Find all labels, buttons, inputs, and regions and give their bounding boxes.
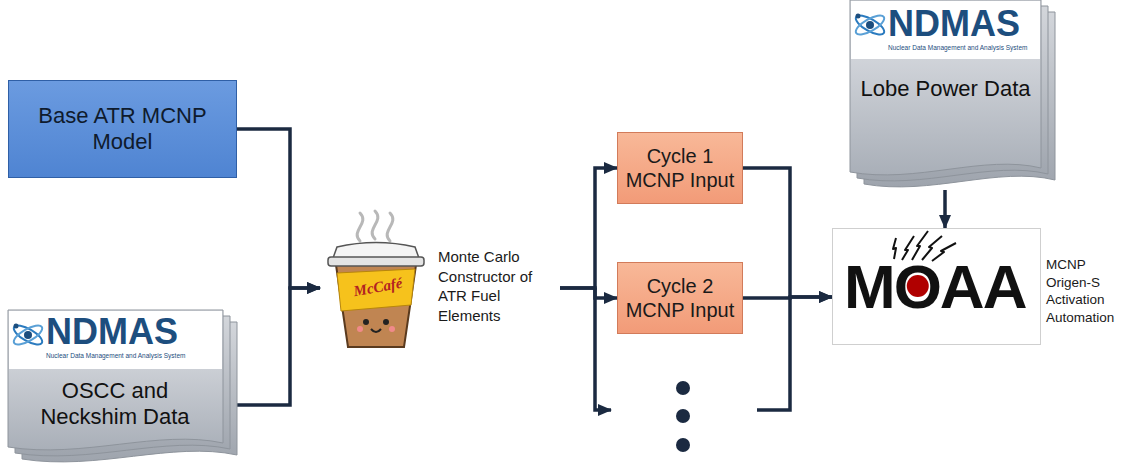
merge-line [757,297,790,410]
atom-icon [853,12,887,38]
logo-name: NDMAS [46,314,196,350]
cup-smile [371,329,381,332]
logo-name: NDMAS [888,6,1038,42]
ellipsis-dot [676,409,690,423]
data-document: NDMAS Nuclear Data Management and Analysi… [850,0,1055,190]
steam-line [372,211,378,239]
document-page [8,310,223,450]
logo-wordmark: MOAA [844,256,1036,318]
cup-body [336,265,416,347]
document-page [850,0,1041,175]
logo-subtitle: Nuclear Data Management and Analysis Sys… [888,44,1038,51]
tool-label: Monte Carlo Constructor of ATR Fuel Elem… [438,247,538,325]
input-box: Cycle 2 MCNP Input [617,262,743,334]
document-label: Lobe Power Data [850,76,1041,102]
steam-line [357,213,363,241]
orbit [11,322,45,348]
logo-header [851,1,1040,59]
logo-subtitle: Nuclear Data Management and Analysis Sys… [46,352,206,359]
electron [14,324,19,329]
data-document: NDMAS Nuclear Data Management and Analysi… [8,310,237,465]
tool-logo: MOAAMCNP Origen-S Activation Automation [832,228,1122,345]
input-box: Cycle 1 MCNP Input [617,132,743,204]
orbit [853,12,887,38]
cup-cheek [389,326,395,332]
model-box: Base ATR MCNP Model [8,80,237,178]
flow-arrow [743,297,832,298]
ellipsis-dot [676,381,690,395]
flow-arrow [560,288,617,298]
flow-arrow [237,129,320,288]
nucleus [24,331,32,339]
cup-cheek [357,326,363,332]
cup-eye [363,319,369,325]
atom-icon [11,322,45,348]
cup-eye [383,319,389,325]
electron [856,14,861,19]
orbit [853,12,887,38]
cup-rim [328,257,424,266]
cup-icon: McCaféMonte Carlo Constructor of ATR Fue… [320,205,560,355]
flow-arrow [237,288,320,405]
orbit [11,322,45,348]
flow-arrow [743,168,832,297]
ellipsis-dot [676,438,690,452]
box-label: Cycle 2 MCNP Input [624,274,736,322]
cup-band [337,269,415,311]
steam-line [387,213,393,241]
flow-arrow [560,168,617,288]
logo-header [9,311,222,369]
tool-label: MCNP Origen-S Activation Automation [1046,256,1122,326]
branch-line [595,288,611,410]
box-label: Base ATR MCNP Model [15,103,230,156]
flow-arrow [943,190,947,228]
box-label: Cycle 1 MCNP Input [624,144,736,192]
document-label: OSCC and Neckshim Data [30,378,200,431]
nucleus [866,21,874,29]
logo-frame [833,229,1041,345]
